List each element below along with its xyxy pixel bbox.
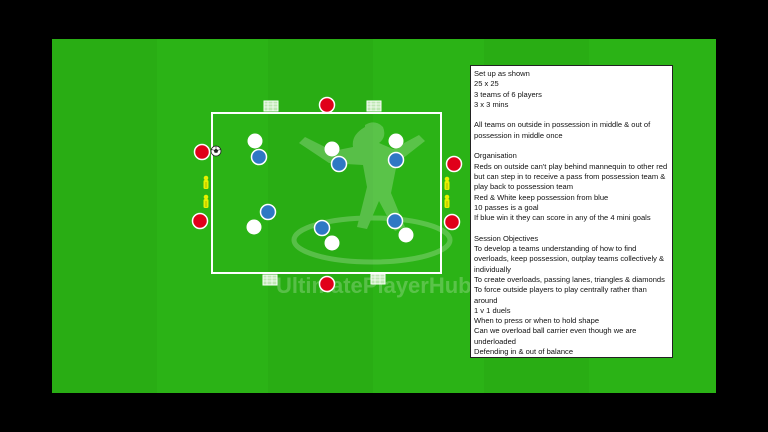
mini-goal-top-right: [366, 100, 382, 112]
red-player: [191, 212, 209, 230]
red-player: [445, 155, 463, 173]
notes-line: Red & White keep possession from blue: [474, 192, 609, 202]
white-player: [388, 133, 404, 149]
blue-player: [250, 148, 268, 166]
notes-line: When to press or when to hold shape: [474, 316, 600, 326]
pitch-stripe: [268, 39, 373, 393]
white-player: [247, 133, 263, 149]
mannequin-left-bottom: [203, 194, 209, 208]
notes-line: underloaded: [474, 336, 516, 346]
blue-team: [250, 148, 405, 237]
notes-line: Organisation: [474, 151, 517, 161]
blue-player: [259, 203, 277, 221]
notes-line: overloads, keep possession, outplay team…: [474, 254, 665, 264]
blue-player: [330, 155, 348, 173]
red-player: [193, 143, 211, 161]
white-player: [324, 235, 340, 251]
notes-line: Defending in & out of balance: [474, 347, 574, 357]
notes-line: possession in middle once: [474, 130, 563, 140]
red-player: [318, 275, 336, 293]
notes-line: 3 x 3 mins: [474, 99, 509, 109]
notes-line: All teams on outside in possession in mi…: [474, 120, 651, 130]
white-player: [398, 227, 414, 243]
red-team: [191, 96, 463, 293]
mannequin-left-top: [203, 175, 209, 189]
notes-line: To create overloads, passing lanes, tria…: [474, 274, 665, 284]
notes-line: 1 v 1 duels: [474, 305, 511, 315]
red-player: [318, 96, 336, 114]
notes-line: individually: [474, 264, 511, 274]
red-player: [443, 213, 461, 231]
blue-player: [386, 212, 404, 230]
notes-line: play back to possession team: [474, 182, 574, 192]
blue-player: [313, 219, 331, 237]
white-player: [324, 141, 340, 157]
notes-line: Session Objectives: [474, 233, 539, 243]
mini-goal-bottom-left: [262, 274, 278, 286]
mini-goal-top-left: [263, 100, 279, 112]
football-icon: [210, 145, 222, 157]
notes-line: Can we overload ball carrier even though…: [474, 326, 637, 336]
mini-goal-bottom-right: [370, 273, 386, 285]
blue-player: [387, 151, 405, 169]
watermark-player-silhouette: [299, 122, 425, 231]
watermark-swoosh: [291, 215, 453, 265]
notes-line: 3 teams of 6 players: [474, 89, 542, 99]
notes-line: 25 x 25: [474, 79, 499, 89]
notes-line: 10 passes is a goal: [474, 202, 539, 212]
notes-line: To develop a teams understanding of how …: [474, 244, 637, 254]
white-team: [246, 133, 414, 251]
notes-spacer: [474, 141, 669, 151]
notes-line: Reds on outside can't play behind manneq…: [474, 161, 668, 171]
white-player: [246, 219, 262, 235]
mannequin-right-top: [444, 176, 450, 190]
pitch-stripe: [52, 39, 157, 393]
mannequins: [203, 175, 450, 208]
notes-spacer: [474, 223, 669, 233]
mini-goals: [262, 100, 386, 286]
notes-line: To force outside players to play central…: [474, 285, 647, 295]
notes-spacer: [474, 110, 669, 120]
notes-line: Set up as shown: [474, 69, 530, 78]
notes-line: around: [474, 295, 498, 305]
notes-line: If blue win it they can score in any of …: [474, 213, 651, 223]
notes-line: but can step in to receive a pass from p…: [474, 171, 666, 181]
mannequin-right-bottom: [444, 194, 450, 208]
